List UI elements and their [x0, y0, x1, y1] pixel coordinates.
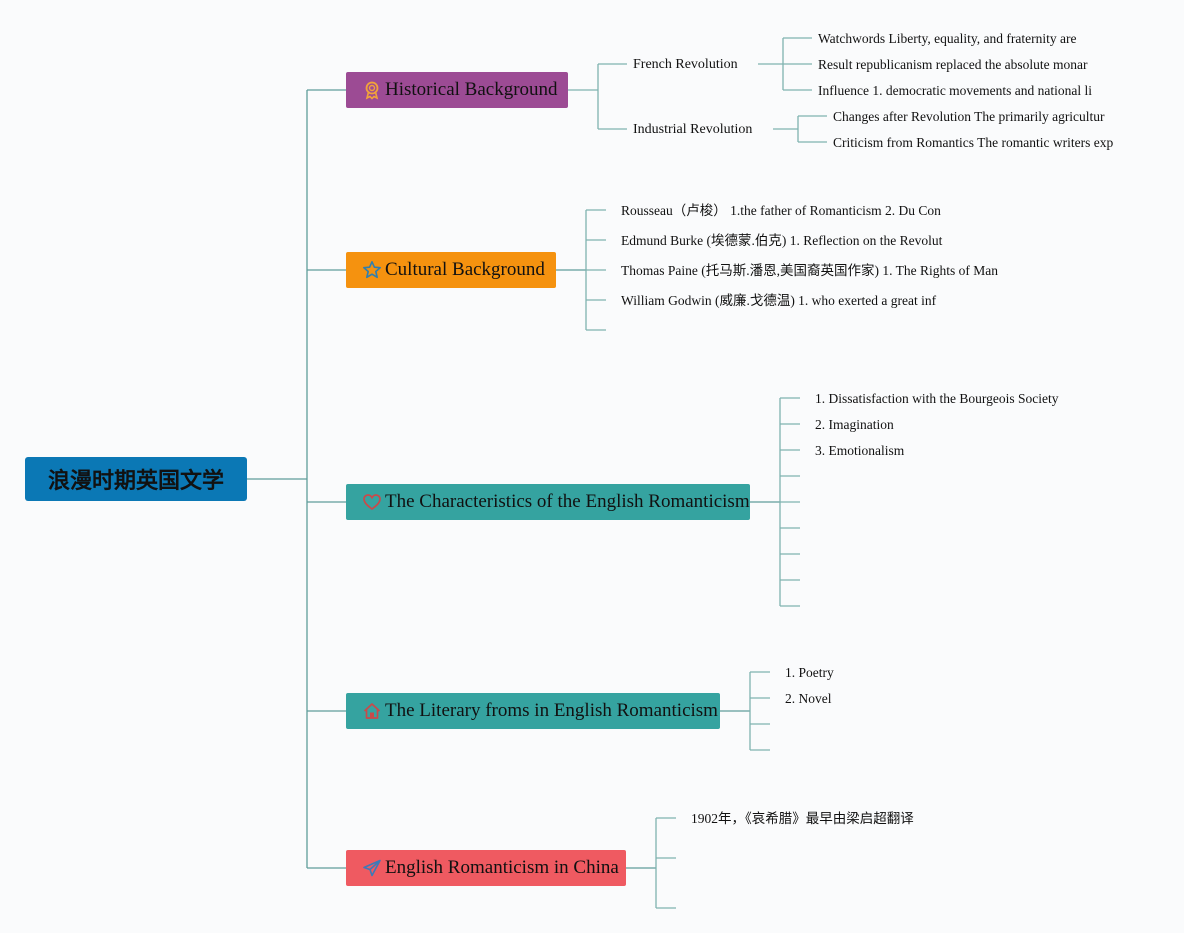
leaf-item[interactable]: Changes after Revolution The primarily a… — [827, 108, 1123, 126]
topic-label: Cultural Background — [385, 259, 545, 280]
leaf-item[interactable]: William Godwin (威廉.戈德温) 1. who exerted a… — [615, 292, 961, 310]
heart-icon — [362, 492, 382, 512]
home-icon — [362, 701, 382, 721]
topic-romanticism-in-china[interactable]: English Romanticism in China — [346, 850, 626, 886]
leaf-item[interactable]: 1. Dissatisfaction with the Bourgeois So… — [809, 390, 1085, 408]
leaf-item[interactable]: 2. Novel — [779, 690, 905, 708]
subtopic-french-revolution[interactable]: French Revolution — [627, 56, 758, 74]
leaf-item[interactable]: 1902年，《哀希腊》最早由梁启超翻译 — [685, 810, 951, 828]
subtopic-industrial-revolution[interactable]: Industrial Revolution — [627, 121, 773, 139]
leaf-item[interactable]: 3. Emotionalism — [809, 442, 1015, 460]
topic-label: The Characteristics of the English Roman… — [385, 491, 750, 512]
leaf-item[interactable]: Edmund Burke (埃德蒙.伯克) 1. Reflection on t… — [615, 232, 961, 250]
topic-label: English Romanticism in China — [385, 857, 619, 878]
topic-label: The Literary froms in English Romanticis… — [385, 700, 718, 721]
star-icon — [362, 260, 382, 280]
topic-characteristics[interactable]: The Characteristics of the English Roman… — [346, 484, 750, 520]
leaf-item[interactable]: Result republicanism replaced the absolu… — [812, 56, 1108, 74]
leaf-item[interactable]: 1. Poetry — [779, 664, 905, 682]
topic-historical-background[interactable]: Historical Background — [346, 72, 568, 108]
leaf-item[interactable]: Criticism from Romantics The romantic wr… — [827, 134, 1129, 152]
leaf-item[interactable]: Watchwords Liberty, equality, and frater… — [812, 30, 1108, 48]
root-topic[interactable]: 浪漫时期英国文学 — [25, 457, 247, 501]
leaf-item[interactable]: 2. Imagination — [809, 416, 1015, 434]
topic-cultural-background[interactable]: Cultural Background — [346, 252, 556, 288]
topic-literary-forms[interactable]: The Literary froms in English Romanticis… — [346, 693, 720, 729]
paper-plane-icon — [362, 858, 382, 878]
ribbon-award-icon — [362, 80, 382, 100]
leaf-item[interactable]: Thomas Paine (托马斯.潘恩,美国裔英国作家) 1. The Rig… — [615, 262, 1021, 280]
leaf-item[interactable]: Rousseau（卢梭） 1.the father of Romanticism… — [615, 202, 961, 220]
root-topic-label: 浪漫时期英国文学 — [47, 469, 224, 494]
topic-label: Historical Background — [385, 79, 558, 100]
leaf-item[interactable]: Influence 1. democratic movements and na… — [812, 82, 1108, 100]
